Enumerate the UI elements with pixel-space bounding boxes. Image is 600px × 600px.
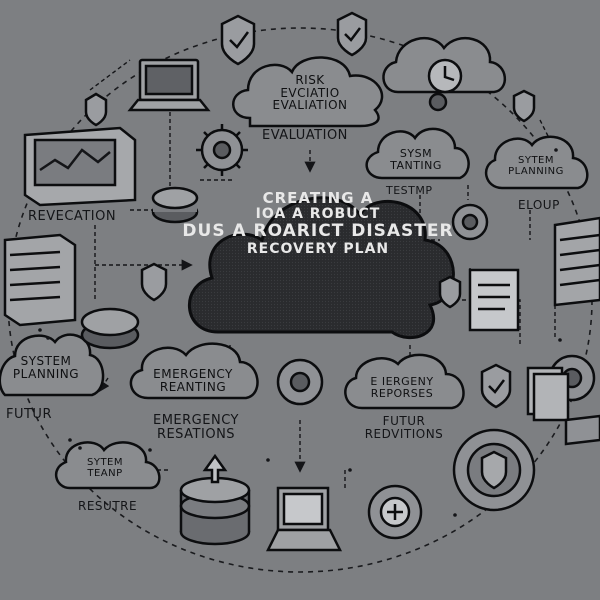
server-rack-icon bbox=[3, 233, 77, 327]
cloud-risk-evaluation bbox=[232, 56, 384, 128]
sytem-planning-line2: PLANNING bbox=[508, 165, 564, 177]
risk-line1: RISK bbox=[295, 73, 325, 87]
center-title-line4: RECOVERY PLAN bbox=[246, 240, 390, 257]
disk-icon bbox=[80, 307, 140, 350]
label-evaluation: EVALUATION bbox=[262, 128, 348, 143]
label-futur-left: FUTUR bbox=[6, 407, 52, 422]
emergency-reanting-text: EMERGENCY REANTING bbox=[153, 368, 233, 393]
risk-evaluation-text: RISK EVCIATIO EVALIATION bbox=[272, 74, 347, 112]
label-resutre: RESUTRE bbox=[78, 499, 138, 513]
monitor-chart-icon bbox=[23, 126, 137, 207]
label-emergency-resations: EMERGENCY RESATIONS bbox=[153, 413, 239, 442]
shield-icon bbox=[140, 262, 168, 302]
cloud-sytem-teanp bbox=[55, 441, 161, 490]
database-icon bbox=[179, 453, 251, 546]
shield-icon bbox=[84, 92, 108, 127]
emergency-reanting-line1: EMERGENCY bbox=[153, 367, 233, 381]
sytem-planning-text: SYTEM PLANNING bbox=[508, 155, 564, 177]
shield-check-icon bbox=[336, 11, 368, 57]
label-futur-redvitions: FUTUR REDVITIONS bbox=[364, 414, 444, 441]
center-title: CREATING A IOA A ROBUCT DUS A ROARICT DI… bbox=[182, 190, 453, 257]
gear-shield-icon bbox=[452, 428, 536, 512]
cloud-sytem-planning bbox=[484, 135, 589, 190]
label-revecation: REVECATION bbox=[28, 209, 117, 224]
center-title-line2: IOA A ROBUCT bbox=[255, 205, 381, 222]
sytem-teanp-line1: SYTEM bbox=[86, 457, 124, 468]
shield-icon bbox=[438, 275, 462, 309]
cloud-sysm-tanting bbox=[365, 127, 470, 180]
cloud-emergency-responses bbox=[344, 353, 465, 410]
cloud-clock-icon bbox=[382, 36, 506, 112]
cloud-system-planning-left bbox=[0, 333, 105, 397]
emergency-responses-line2: REPORSES bbox=[370, 386, 434, 400]
center-title-line3: DUS A ROARICT DISASTER bbox=[182, 221, 454, 242]
disk-icon bbox=[151, 186, 199, 224]
gear-icon bbox=[276, 358, 324, 406]
sytem-planning-line1: SYTEM bbox=[517, 155, 554, 166]
system-planning-left-text: SYSTEM PLANNING bbox=[13, 355, 79, 380]
label-eloup: ELOUP bbox=[518, 198, 560, 212]
shield-check-icon bbox=[220, 14, 256, 66]
sysm-tanting-text: SYSM TANTING bbox=[390, 148, 442, 171]
gear-icon bbox=[451, 203, 489, 241]
emergency-reanting-line2: REANTING bbox=[159, 379, 227, 394]
label-testmp: TESTMP bbox=[386, 184, 433, 197]
shield-check-icon bbox=[480, 363, 512, 409]
system-planning-left-line2: PLANNING bbox=[12, 366, 80, 381]
laptop-icon bbox=[265, 486, 343, 552]
central-cloud bbox=[187, 196, 455, 340]
sytem-teanp-line2: TEANP bbox=[87, 467, 123, 479]
risk-line2: EVCIATIO bbox=[280, 85, 340, 100]
center-title-line1: CREATING A bbox=[262, 189, 374, 207]
emergency-responses-line1: E IERGENY bbox=[370, 375, 434, 388]
gear-check-icon bbox=[196, 124, 248, 176]
shield-icon bbox=[512, 89, 536, 123]
cloud-emergency-reanting bbox=[129, 342, 259, 400]
file-stack-icon bbox=[526, 366, 600, 446]
laptop-icon bbox=[127, 58, 211, 112]
decorative-dots bbox=[38, 148, 562, 517]
risk-line3: EVALIATION bbox=[272, 98, 348, 113]
document-icon bbox=[468, 268, 520, 332]
sysm-line2: TANTING bbox=[390, 158, 442, 172]
sytem-teanp-text: SYTEM TEANP bbox=[86, 457, 124, 479]
server-rack-icon bbox=[553, 216, 600, 307]
sysm-line1: SYSM bbox=[399, 147, 433, 160]
emergency-responses-text: E IERGENY REPORSES bbox=[370, 376, 433, 399]
system-planning-left-line1: SYSTEM bbox=[20, 354, 72, 368]
gear-plus-icon bbox=[367, 484, 423, 540]
